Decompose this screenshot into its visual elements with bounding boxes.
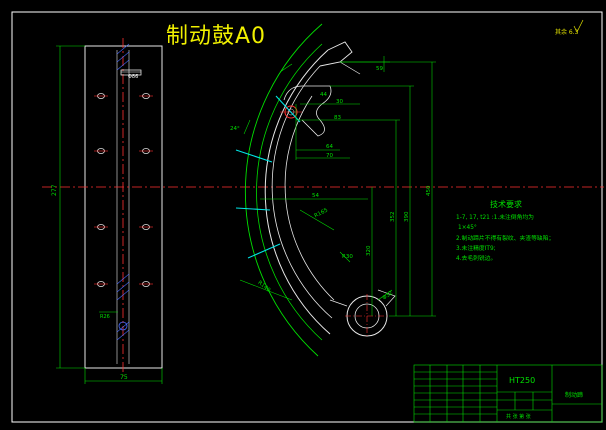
sheet-border bbox=[11, 11, 603, 423]
shoe-rim-arc bbox=[271, 65, 333, 319]
tech-heading: 技术要求 bbox=[490, 199, 522, 209]
dim-d6: 54 bbox=[312, 193, 319, 199]
dim-v4: 320 bbox=[366, 245, 372, 256]
title-block bbox=[413, 364, 603, 423]
dim-d1: 44 bbox=[320, 92, 327, 98]
tech-requirements: 技术要求 1-7, 17, t21 :1.未注倒角均为 1×45° 2.制动蹄片… bbox=[456, 199, 554, 262]
roughness-symbol bbox=[573, 19, 584, 33]
lining-inner-arc bbox=[256, 43, 323, 341]
lining-outer-arc bbox=[244, 23, 323, 357]
dim-v3: 352 bbox=[390, 212, 396, 223]
dim-v1: 450 bbox=[426, 185, 432, 196]
dim-d4: 64 bbox=[326, 144, 333, 150]
dim-bottom-note: R26 bbox=[100, 314, 110, 320]
material-label: HT250 bbox=[509, 376, 535, 385]
dimension-lines bbox=[239, 56, 436, 317]
dim-top-width: 59 bbox=[376, 66, 383, 72]
sheet-count-label: 共 张 第 张 bbox=[506, 413, 531, 420]
dim-d5: 70 bbox=[326, 153, 333, 159]
dim-r1: R165 bbox=[314, 207, 330, 219]
dim-width: 75 bbox=[120, 374, 128, 381]
rivet-holes bbox=[97, 93, 150, 287]
tech-item: 1-7, 17, t21 :1.未注倒角均为 bbox=[456, 213, 534, 221]
tech-item: 3.未注精度IT9; bbox=[456, 244, 496, 252]
part-name-label: 制动蹄 bbox=[565, 391, 583, 399]
dim-arc-note: 24° bbox=[230, 126, 240, 132]
shoe-inner-arc bbox=[284, 95, 335, 301]
roughness-note: 其余 6.3 bbox=[555, 28, 579, 36]
right-view: 59 44 30 83 64 70 54 R165 R140 R30 24° Φ… bbox=[230, 23, 436, 357]
dim-hole: Φ32 bbox=[382, 290, 395, 301]
tech-item: 1×45° bbox=[458, 225, 477, 231]
tech-item: 4.去毛刺锐边。 bbox=[456, 254, 496, 262]
left-view-body bbox=[84, 45, 163, 369]
left-view: Φ86 277 75 R26 bbox=[42, 38, 604, 384]
rib-hatch bbox=[116, 43, 130, 341]
drawing-title: 制动鼓A0 bbox=[166, 24, 267, 49]
dim-d2: 30 bbox=[336, 99, 343, 105]
bottom-pin bbox=[118, 321, 128, 331]
shoe-outer-arc bbox=[264, 49, 331, 335]
dim-r3: R30 bbox=[342, 254, 353, 260]
tech-item: 2.制动蹄片不得有裂纹、夹渣等缺陷； bbox=[456, 234, 554, 242]
dim-top-pin: Φ86 bbox=[128, 74, 138, 80]
dim-d3: 83 bbox=[334, 115, 341, 121]
dim-height: 277 bbox=[51, 184, 58, 196]
dim-v2: 390 bbox=[404, 211, 410, 222]
